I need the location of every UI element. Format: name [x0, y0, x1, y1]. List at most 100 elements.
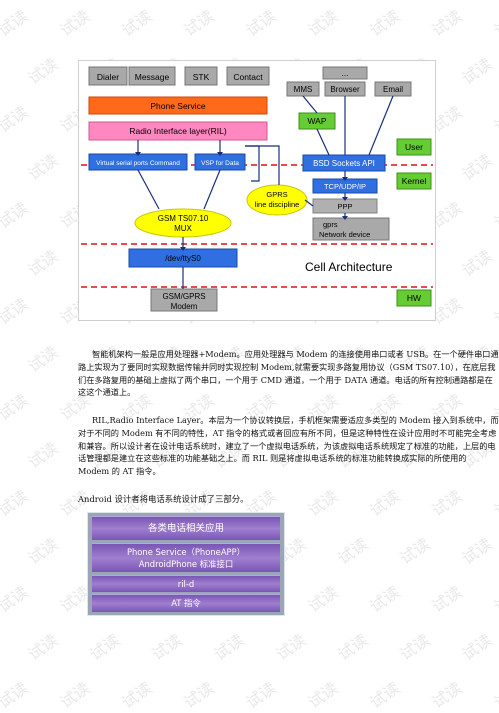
dots-label: ...: [342, 69, 349, 78]
watermark-text: 试读: [180, 6, 218, 41]
paragraph-modem-mux: 智能机架构一般是应用处理器+Modem。应用处理器与 Modem 的连接使用串口…: [78, 349, 499, 398]
watermark-text: 试读: [24, 54, 62, 89]
layer-phone-service-line2: AndroidPhone 标准接口: [138, 559, 234, 569]
watermark-text: 试读: [366, 486, 404, 521]
watermark-text: 试读: [24, 342, 62, 377]
tcp-label: TCP/UDP/IP: [324, 182, 366, 191]
message-label: Message: [135, 72, 170, 82]
watermark-text: 试读: [24, 246, 62, 281]
modem-box: GSM/GPRS Modem: [150, 288, 218, 312]
email-label: Email: [383, 85, 403, 94]
gprs-device-line2: Network device: [319, 230, 370, 239]
layer-phone-service-line1: Phone Service（PhoneAPP）: [126, 547, 246, 557]
watermark-text: 试读: [366, 6, 404, 41]
watermark-text: 试读: [210, 630, 248, 665]
layer-at-commands: AT 指令: [92, 594, 280, 612]
watermark-text: 试读: [396, 630, 434, 665]
watermark-text: 试读: [428, 678, 466, 713]
watermark-text: 试读: [56, 678, 94, 713]
ril-box: Radio Interface layer(RIL): [88, 121, 268, 141]
contact-box: Contact: [226, 66, 270, 86]
mux-line2: MUX: [174, 224, 192, 233]
contact-label: Contact: [233, 72, 263, 82]
watermark-text: 试读: [366, 582, 404, 617]
mms-label: MMS: [294, 85, 313, 94]
watermark-text: 试读: [24, 534, 62, 569]
kernel-tag: Kernel: [396, 172, 432, 190]
watermark-text: 试读: [0, 294, 32, 329]
watermark-text: 试读: [458, 246, 496, 281]
vsp-data-box: VSP for Data: [194, 153, 246, 171]
watermark-text: 试读: [118, 6, 156, 41]
paragraph-ril: RIL,Radio Interface Layer。本层为一个协议转换层，手机框…: [78, 415, 499, 477]
watermark-text: 试读: [396, 534, 434, 569]
phone-service-box: Phone Service: [88, 96, 268, 115]
dialer-box: Dialer: [88, 66, 128, 86]
watermark-text: 试读: [24, 150, 62, 185]
ril-label: Radio Interface layer(RIL): [129, 126, 226, 136]
browser-box: Browser: [324, 81, 366, 97]
watermark-text: 试读: [242, 678, 280, 713]
connector-lines: [137, 95, 394, 289]
stk-label: STK: [193, 72, 210, 82]
watermark-text: 试读: [0, 198, 32, 233]
watermark-text: 试读: [490, 678, 499, 713]
watermark-text: 试读: [490, 582, 499, 617]
watermark-text: 试读: [490, 198, 499, 233]
tcp-box: TCP/UDP/IP: [312, 178, 378, 194]
watermark-text: 试读: [0, 6, 32, 41]
gprs-device-line1: gprs: [323, 220, 338, 229]
watermark-text: 试读: [304, 582, 342, 617]
watermark-text: 试读: [180, 678, 218, 713]
user-label: User: [405, 142, 423, 152]
gprs-line-discipline: GPRS line discipline: [246, 184, 308, 216]
watermark-text: 试读: [428, 6, 466, 41]
watermark-text: 试读: [428, 486, 466, 521]
layer-rild: ril-d: [92, 575, 280, 592]
vsp-command-label: Virtual serial ports Command: [96, 160, 180, 167]
vsp-command-box: Virtual serial ports Command: [88, 153, 188, 171]
bsd-sockets-box: BSD Sockets API: [302, 154, 386, 172]
devtty-label: /dev/ttyS0: [165, 254, 201, 263]
watermark-text: 试读: [490, 294, 499, 329]
watermark-text: 试读: [24, 438, 62, 473]
watermark-text: 试读: [490, 486, 499, 521]
dots-box: ...: [322, 66, 368, 80]
watermark-text: 试读: [304, 486, 342, 521]
watermark-text: 试读: [304, 678, 342, 713]
ppp-box: PPP: [312, 198, 378, 214]
watermark-text: 试读: [458, 630, 496, 665]
watermark-text: 试读: [366, 678, 404, 713]
browser-label: Browser: [330, 85, 360, 94]
watermark-text: 试读: [458, 54, 496, 89]
gprs-disc-line2: line discipline: [255, 200, 300, 209]
hw-tag: HW: [396, 289, 432, 307]
layer-phone-service: Phone Service（PhoneAPP） AndroidPhone 标准接…: [92, 543, 280, 572]
devtty-box: /dev/ttyS0: [128, 248, 238, 268]
mux-ellipse: GSM TS07.10 MUX: [134, 208, 232, 238]
dialer-label: Dialer: [97, 72, 119, 82]
watermark-text: 试读: [118, 678, 156, 713]
watermark-text: 试读: [148, 630, 186, 665]
watermark-text: 试读: [334, 534, 372, 569]
wap-label: WAP: [307, 116, 326, 126]
watermark-text: 试读: [490, 102, 499, 137]
cell-architecture-diagram: Dialer Message STK Contact ... MMS Brows…: [78, 60, 436, 321]
watermark-text: 试读: [458, 534, 496, 569]
watermark-text: 试读: [0, 102, 32, 137]
cell-architecture-title: Cell Architecture: [305, 260, 393, 274]
watermark-text: 试读: [0, 486, 32, 521]
kernel-label: Kernel: [402, 176, 427, 186]
paragraph-android-three-parts: Android 设计者将电话系统设计成了三部分。: [78, 494, 249, 504]
phone-service-label: Phone Service: [150, 101, 206, 111]
layer-apps: 各类电话相关应用: [92, 516, 280, 540]
watermark-text: 试读: [0, 678, 32, 713]
gprs-disc-line1: GPRS: [266, 190, 287, 199]
vsp-data-label: VSP for Data: [201, 160, 239, 167]
mms-box: MMS: [286, 81, 320, 97]
ppp-label: PPP: [337, 202, 352, 211]
user-tag: User: [396, 138, 432, 156]
hw-label: HW: [407, 293, 421, 303]
watermark-text: 试读: [242, 6, 280, 41]
watermark-text: 试读: [24, 630, 62, 665]
